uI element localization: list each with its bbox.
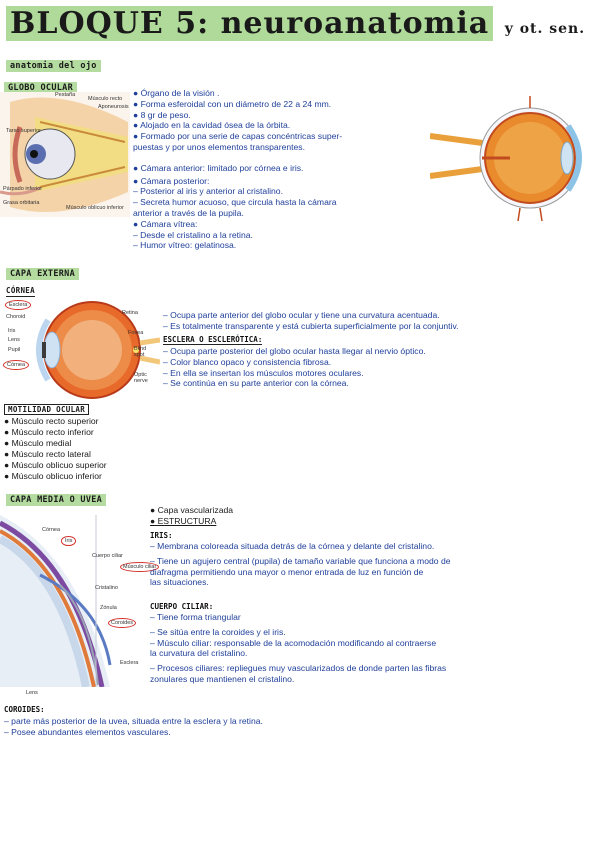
globe-note: – Secreta humor acuoso, que circula hast… <box>133 197 337 208</box>
cornea-label-choroid: Choroid <box>6 314 26 320</box>
globe-label-3: Aponeurosis <box>98 104 129 110</box>
sclera-note: – Ocupa parte posterior del globo ocular… <box>163 346 426 356</box>
list-item: ● Músculo oblicuo inferior <box>4 471 102 481</box>
cornea-label-sclera: Esclera <box>5 300 32 310</box>
sclera-note: – Color blanco opaco y consistencia fibr… <box>163 356 332 367</box>
uvea-label-muscle: Músculo ciliar <box>120 562 160 572</box>
uvea-bullet: ● ESTRUCTURA <box>150 516 217 526</box>
choroid-note: – parte más posterior de la uvea, situad… <box>4 716 263 726</box>
title-suffix: y ot. sen. <box>504 21 586 37</box>
globe-note: ● Formado por una serie de capas concént… <box>133 131 343 142</box>
muscle-list: ● Músculo recto superior ● Músculo recto… <box>4 416 107 482</box>
cornea-note: – Ocupa parte anterior del globo ocular … <box>163 310 440 320</box>
globe-note: – Posterior al iris y anterior al crista… <box>133 186 283 197</box>
cornea-label-optic: Optic nerve <box>134 372 148 384</box>
cornea-label-iris: Iris <box>8 328 16 334</box>
globe-label-7: Músculo oblicuo inferior <box>66 205 124 211</box>
globe-label-2: Músculo recto <box>88 96 123 102</box>
cornea-label-fovea: Fovea <box>128 330 144 336</box>
ciliary-note: – Se sitúa entre la coroides y el iris. <box>150 626 286 637</box>
globe-label-5: Párpado inferior <box>3 186 43 192</box>
ciliary-title: CUERPO CILIAR: <box>150 602 214 611</box>
uvea-label-zonule: Zónula <box>100 605 117 611</box>
cornea-label-retina: Retina <box>122 310 138 316</box>
uvea-notes: ● Capa vascularizada ● ESTRUCTURA <box>150 505 233 527</box>
iris-note: diafragma permitiendo una mayor o menor … <box>150 566 424 577</box>
ciliary-note: zonulares que mantienen el cristalino. <box>150 673 295 684</box>
section-motility: MOTILIDAD OCULAR <box>4 404 90 415</box>
ciliary-note: – Tiene forma triangular <box>150 612 241 622</box>
globe-note: ● Órgano de la visión . <box>133 88 220 98</box>
sclera-note: – En ella se insertan los músculos motor… <box>163 367 364 378</box>
section-globe: GLOBO OCULAR <box>4 82 78 94</box>
uvea-label-lens: Cristalino <box>95 585 118 591</box>
choroid-notes: – parte más posterior de la uvea, situad… <box>4 716 263 738</box>
ciliary-notes: – Tiene forma triangular – Se sitúa entr… <box>150 612 446 685</box>
list-item: ● Músculo medial <box>4 438 72 448</box>
ciliary-note: – Músculo ciliar: responsable de la acom… <box>150 637 437 648</box>
globe-eye-figure <box>0 92 130 217</box>
section-choroid: COROIDES: <box>4 705 45 714</box>
cornea-label-pupil: Pupil <box>8 347 21 353</box>
uvea-label-iris: Iris <box>61 536 77 546</box>
ciliary-note: – Procesos ciliares: repliegues muy vasc… <box>150 663 447 674</box>
sclera-note: – Se continúa en su parte anterior con l… <box>163 378 349 389</box>
list-item: ● Músculo recto inferior <box>4 427 94 437</box>
iris-notes: – Membrana coloreada situada detrás de l… <box>150 541 451 588</box>
cornea-label-lens: Lens <box>8 337 20 343</box>
globe-note: ● Cámara vítrea: <box>133 218 198 229</box>
sclera-notes: – Ocupa parte posterior del globo ocular… <box>163 346 426 389</box>
iris-note: – Tiene un agujero central (pupila) de t… <box>150 555 451 566</box>
list-item: ● Músculo recto lateral <box>4 449 91 459</box>
uvea-label-choroid: Coroides <box>108 618 137 628</box>
iris-note: las situaciones. <box>150 577 209 588</box>
globe-label-1: Pestaña <box>55 92 76 98</box>
list-item: ● Músculo oblicuo superior <box>4 460 107 470</box>
cornea-eye-figure <box>36 301 160 399</box>
eye-section-figure <box>430 96 582 221</box>
globe-note: anterior a través de la pupila. <box>133 207 244 218</box>
globe-label-4: Tarso superior <box>6 128 41 134</box>
globe-note: – Desde el cristalino a la retina. <box>133 229 253 240</box>
globe-note: ● Alojado en la cavidad ósea de la órbit… <box>133 120 291 131</box>
section-cornea: CÓRNEA <box>6 286 35 297</box>
globe-note: ● Cámara posterior: <box>133 175 210 186</box>
globe-note: ● Forma esferoidal con un diámetro de 22… <box>133 98 332 109</box>
uvea-bullet: ● Capa vascularizada <box>150 505 234 515</box>
section-sclera: ESCLERA O ESCLERÓTICA: <box>163 335 263 345</box>
uvea-label-sclera: Esclera <box>120 660 139 666</box>
cornea-note: – Es totalmente transparente y está cubi… <box>163 320 459 331</box>
cornea-label-cornea: Córnea <box>3 360 30 370</box>
section-anatomy: anatomia del ojo <box>6 60 101 72</box>
uvea-label-cornea: Córnea <box>42 527 61 533</box>
globe-label-6: Grasa orbitaria <box>3 200 40 206</box>
uvea-label-ciliary: Cuerpo ciliar <box>92 553 123 559</box>
iris-title: IRIS: <box>150 531 173 540</box>
page-title: BLOQUE 5: neuroanatomia y ot. sen. <box>6 4 596 44</box>
section-middle: CAPA MEDIA O UVEA <box>6 494 107 506</box>
cornea-notes: – Ocupa parte anterior del globo ocular … <box>163 310 459 332</box>
uvea-figure <box>0 515 112 687</box>
globe-notes: ● Órgano de la visión . ● Forma esferoid… <box>133 88 342 251</box>
iris-note: – Membrana coloreada situada detrás de l… <box>150 541 435 551</box>
cornea-label-blind: Blind spot <box>134 346 147 358</box>
list-item: ● Músculo recto superior <box>4 416 99 426</box>
globe-note: ● 8 gr de peso. <box>133 109 191 120</box>
globe-note: puestas y por unos elementos transparent… <box>133 141 305 152</box>
ciliary-note: la curvatura del cristalino. <box>150 648 248 659</box>
globe-note: ● Cámara anterior: limitado por córnea e… <box>133 162 304 173</box>
section-outer: CAPA EXTERNA <box>6 268 80 280</box>
uvea-label-bottom: Lens <box>26 690 38 696</box>
choroid-note: – Posee abundantes elementos vasculares. <box>4 726 171 737</box>
globe-note: – Humor vítreo: gelatinosa. <box>133 240 237 251</box>
